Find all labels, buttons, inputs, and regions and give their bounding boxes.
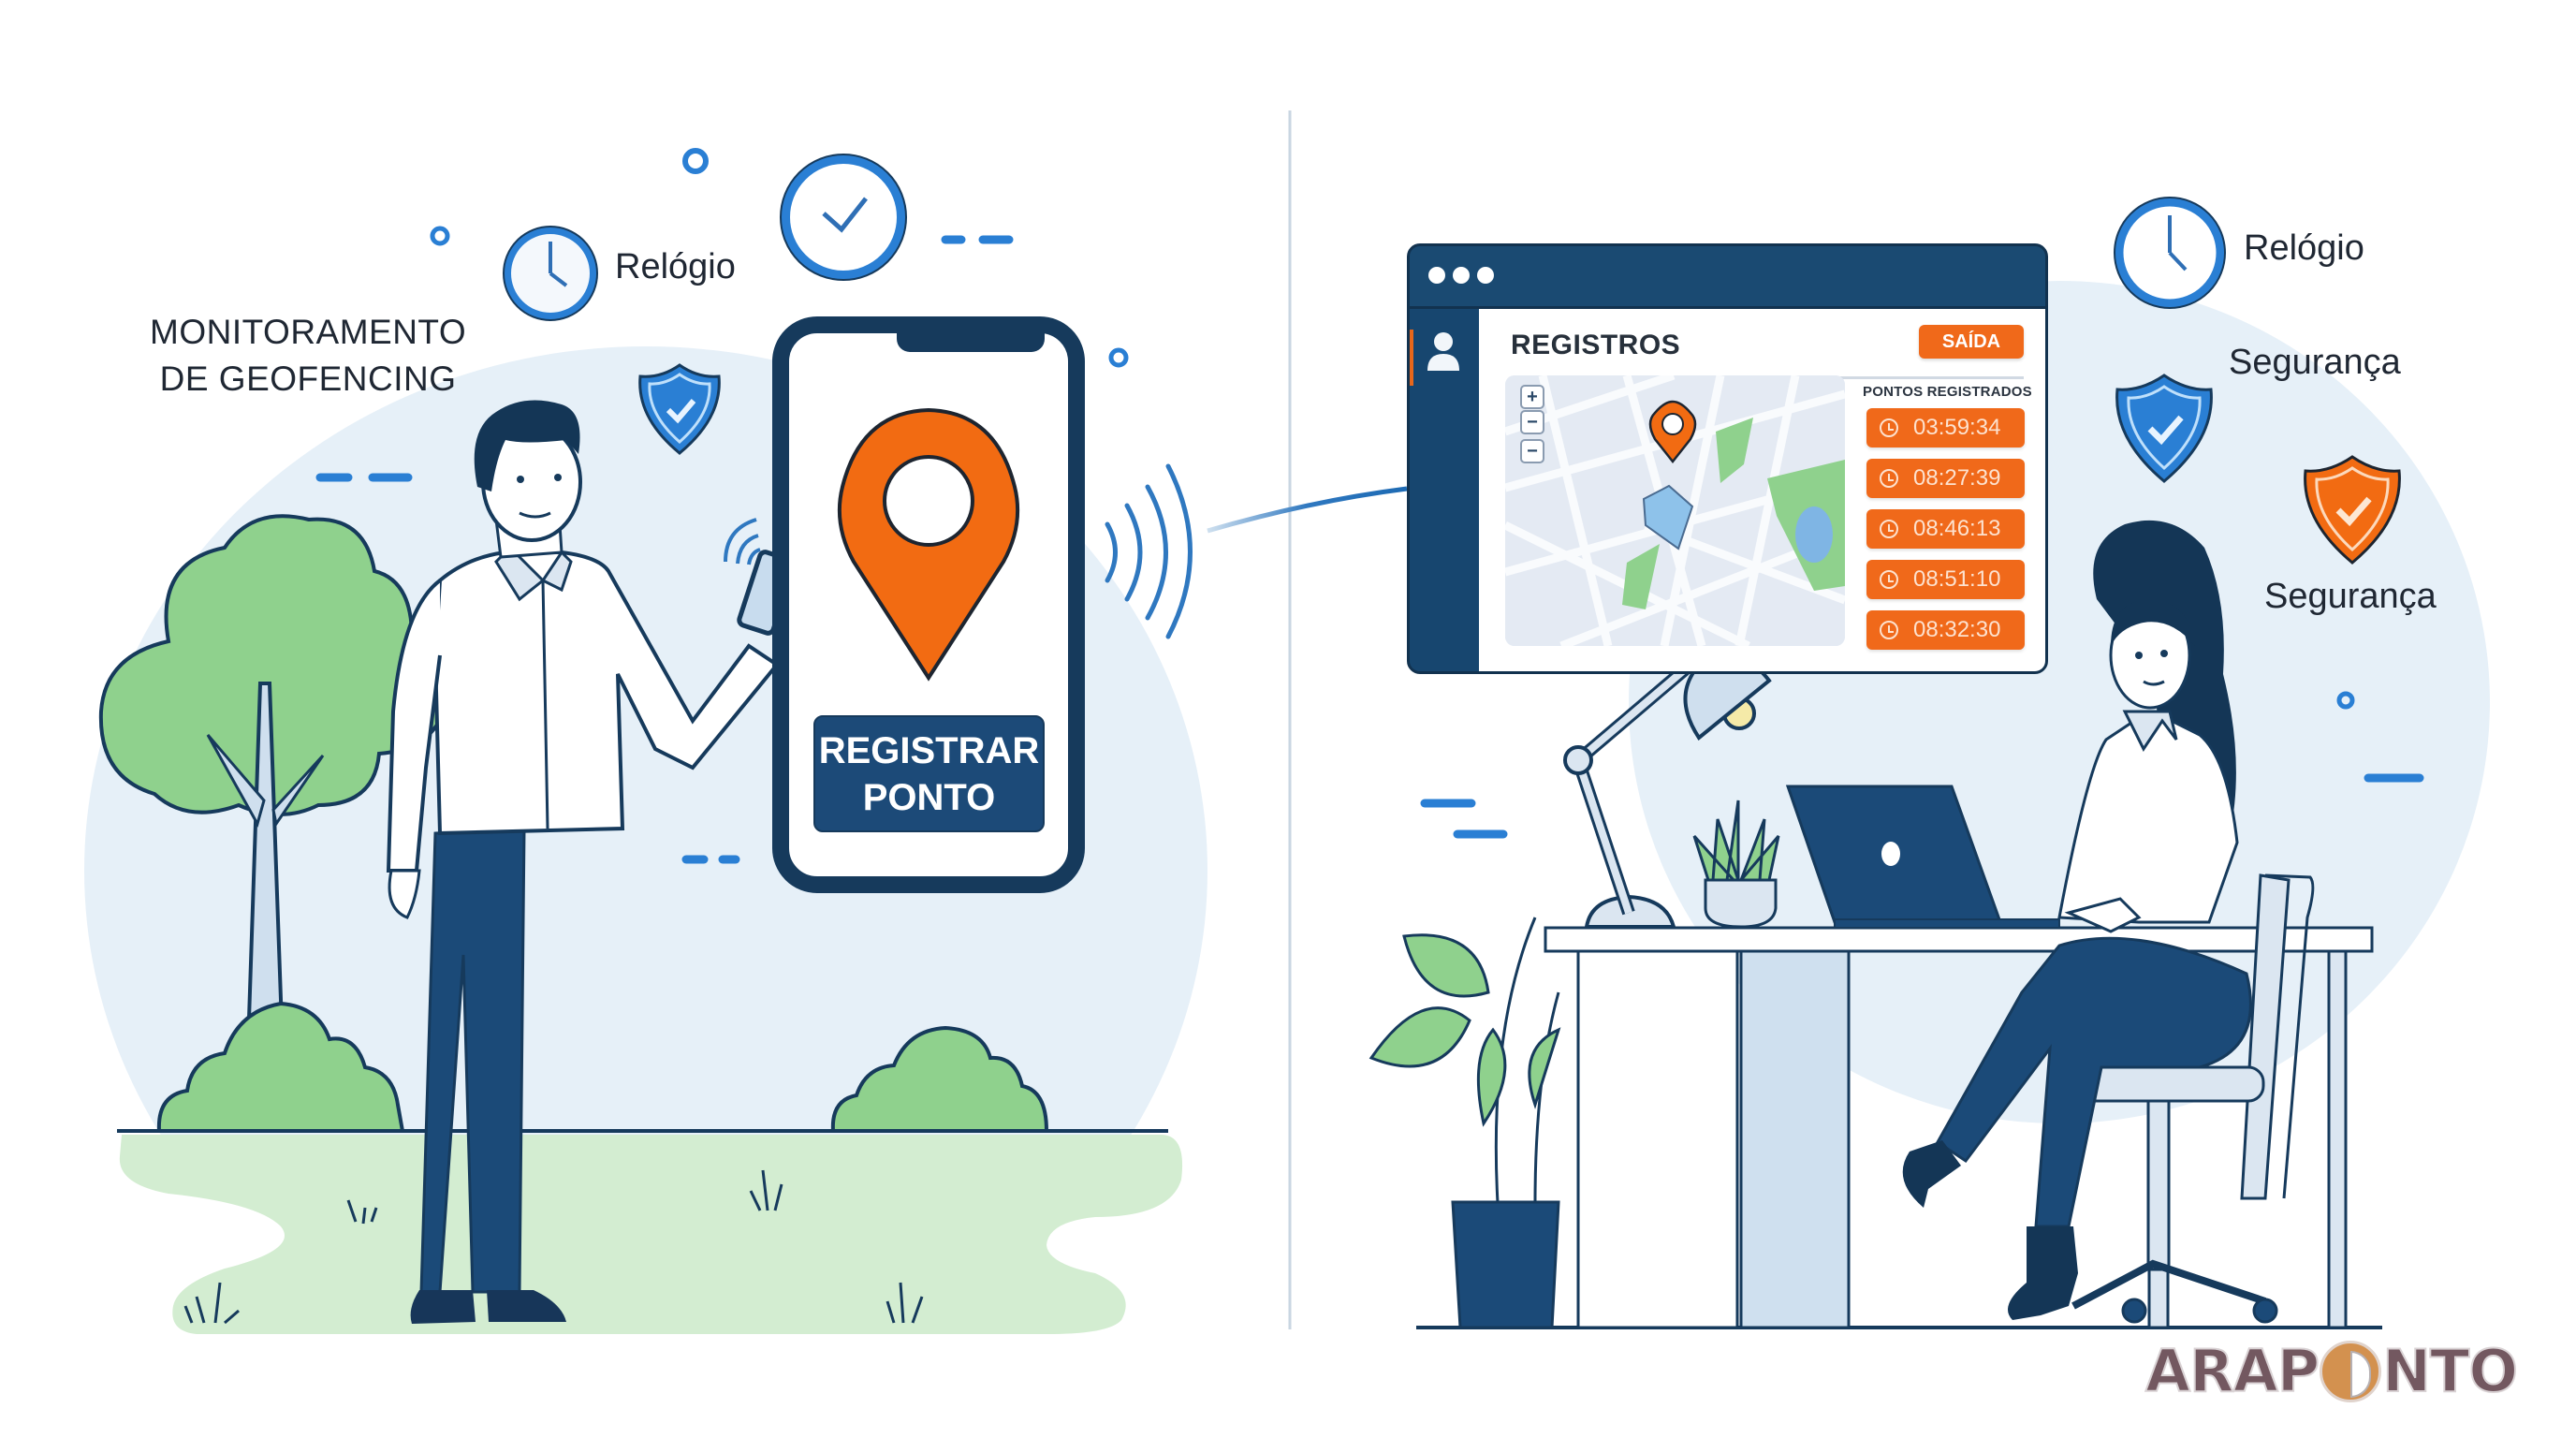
- sidebar-active-indicator: [1410, 330, 1413, 386]
- window-content: REGISTROS SAÍDA: [1479, 309, 2045, 671]
- woman-figure: [1902, 520, 2252, 1320]
- logo-text-part1: ARAP: [2144, 1337, 2320, 1405]
- location-pin-icon-overlay: [837, 407, 1020, 682]
- laptop-icon: [1785, 785, 2060, 929]
- point-entry[interactable]: 08:51:10: [1866, 560, 2025, 599]
- point-time: 08:32:30: [1913, 617, 2001, 642]
- window-dot-1[interactable]: [1428, 267, 1445, 284]
- point-entry[interactable]: 08:32:30: [1866, 610, 2025, 650]
- point-time: 08:51:10: [1913, 566, 2001, 592]
- register-point-line2: PONTO: [862, 776, 996, 818]
- wifi-signal-icon-small: [724, 518, 761, 565]
- shield-check-icon-orange: [2304, 455, 2401, 565]
- clock-icon: [1880, 520, 1898, 538]
- araponto-logo: ARAP NTO: [2144, 1337, 2519, 1405]
- office-chair: [2068, 873, 2315, 1324]
- connection-line: [1207, 486, 1408, 534]
- clock-label-right: Relógio: [2244, 228, 2364, 268]
- window-dot-2[interactable]: [1453, 267, 1470, 284]
- man-figure: [386, 400, 797, 1324]
- clock-icon-small-left: [503, 226, 598, 321]
- logo-text-part2: NTO: [2381, 1337, 2519, 1405]
- decor-left: [315, 148, 1129, 864]
- point-time: 08:27:39: [1913, 465, 2001, 491]
- records-title: REGISTROS: [1511, 330, 1681, 360]
- bush-right: [830, 1025, 1049, 1133]
- security-label-2: Segurança: [2264, 577, 2437, 616]
- decor-right: [1420, 691, 2424, 839]
- register-point-button[interactable]: REGISTRAR PONTO: [813, 715, 1045, 832]
- security-label-1: Segurança: [2229, 343, 2401, 382]
- clock-icon-large-left: [780, 154, 907, 281]
- clock-icon-right: [2114, 197, 2226, 309]
- point-entry[interactable]: 08:46:13: [1866, 509, 2025, 549]
- clock-icon: [1880, 570, 1898, 589]
- geofencing-title-line1: MONITORAMENTO: [150, 313, 467, 351]
- geofencing-title-line2: DE GEOFENCING: [159, 360, 457, 398]
- point-time: 08:46:13: [1913, 516, 2001, 541]
- wifi-signal-icon-large: [1105, 463, 1193, 639]
- map-streets: [1505, 375, 1845, 646]
- register-point-line1: REGISTRAR: [818, 729, 1040, 771]
- map-zoom-out-button-2[interactable]: −: [1520, 439, 1544, 463]
- clock-label-left: Relógio: [615, 247, 736, 286]
- map-zoom-in-button[interactable]: +: [1520, 385, 1544, 409]
- bush-left: [156, 1001, 405, 1133]
- user-icon[interactable]: [1425, 331, 1462, 371]
- clock-icon: [1880, 469, 1898, 488]
- shield-check-icon-left: [638, 363, 721, 455]
- map-zoom-out-button[interactable]: −: [1520, 410, 1544, 434]
- point-entry[interactable]: 08:27:39: [1866, 459, 2025, 498]
- clock-icon: [1880, 418, 1898, 437]
- plant-icon-desk: [1692, 800, 1780, 929]
- points-title: PONTOS REGISTRADOS: [1863, 384, 2032, 400]
- point-entry[interactable]: 03:59:34: [1866, 408, 2025, 448]
- grass-tufts: [183, 1169, 924, 1325]
- point-time: 03:59:34: [1913, 415, 2001, 440]
- map-view[interactable]: + − −: [1505, 375, 1845, 646]
- window-sidebar: [1410, 309, 1479, 671]
- grass-ground: [119, 1135, 1183, 1334]
- logo-clock-icon: [2320, 1341, 2382, 1402]
- geofencing-title: MONITORAMENTO DE GEOFENCING: [150, 309, 466, 403]
- exit-button[interactable]: SAÍDA: [1919, 325, 2024, 359]
- records-window: REGISTROS SAÍDA: [1407, 243, 2048, 674]
- plant-icon-floor: [1368, 917, 1561, 1329]
- clock-icon: [1880, 621, 1898, 639]
- window-titlebar: [1410, 246, 2045, 309]
- shield-check-icon-blue: [2115, 374, 2213, 483]
- phone-notch: [897, 330, 1045, 352]
- window-dot-3[interactable]: [1477, 267, 1494, 284]
